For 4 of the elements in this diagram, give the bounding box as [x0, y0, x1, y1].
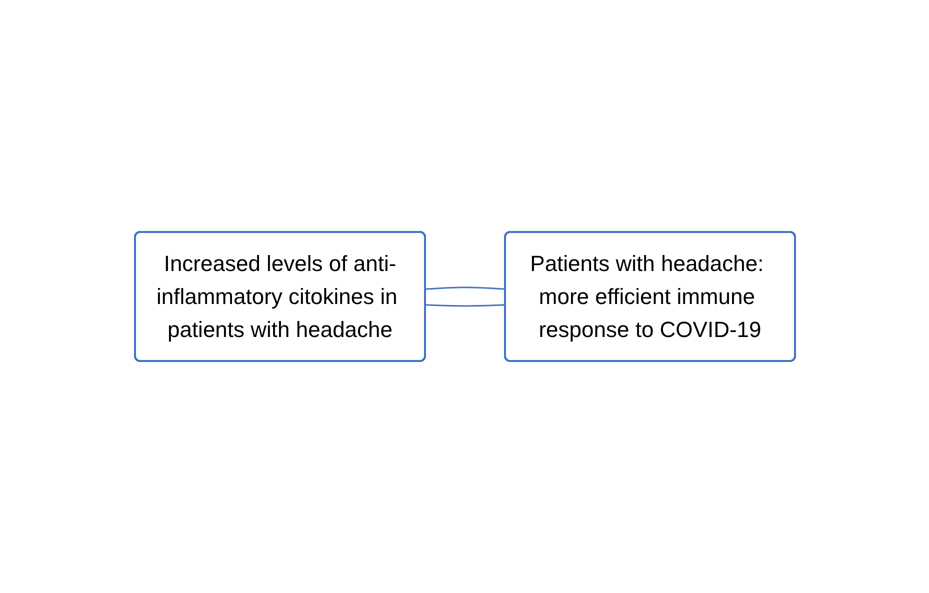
node-text: Increased levels of anti-inflammatory citokines in patients with headache — [156, 251, 397, 342]
connector — [424, 304, 506, 307]
connector — [424, 286, 506, 290]
node-text: Patients with headache: more efficient immune response to COVID-19 — [530, 251, 764, 342]
